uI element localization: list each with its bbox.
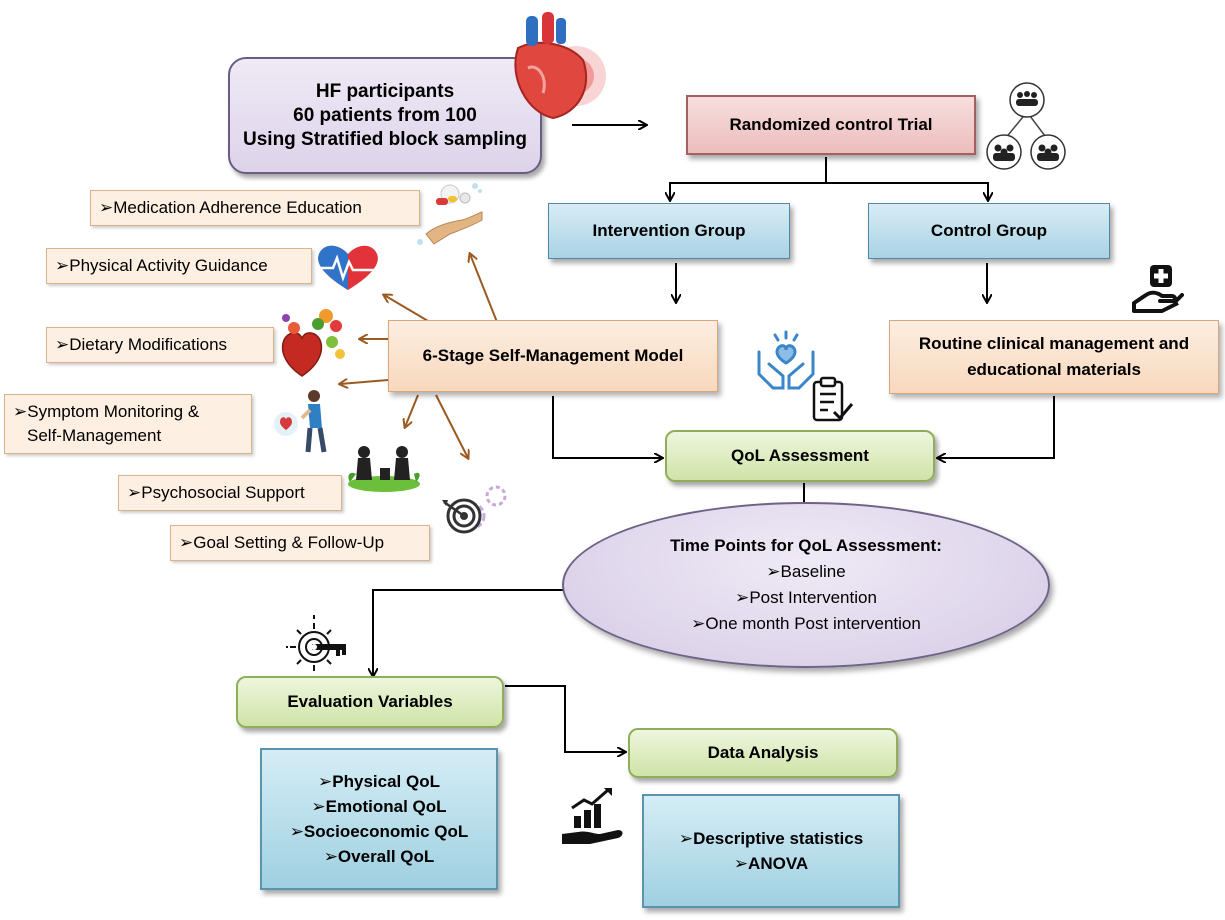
trial-box: Randomized control Trial [686, 95, 976, 155]
arrow-model-to-goal [435, 394, 468, 458]
model-label: 6-Stage Self-Management Model [422, 346, 684, 365]
pill-hand-icon [417, 183, 483, 245]
model-box: 6-Stage Self-Management Model [388, 320, 718, 392]
evaluation-item: ➢Overall QoL [323, 847, 435, 866]
clipboard-check-icon [812, 376, 854, 422]
qol-assessment-box: QoL Assessment [665, 430, 935, 482]
analysis-item: ➢ANOVA [733, 854, 809, 873]
timepoint-item: ➢Post Intervention [735, 588, 877, 607]
arrow-model-to-qol [552, 396, 662, 458]
component-medication: ➢Medication Adherence Education [90, 190, 420, 226]
people-groups-icon [986, 82, 1066, 170]
control-group-label: Control Group [930, 221, 1048, 240]
evaluation-variables-label: Evaluation Variables [287, 692, 453, 711]
arrow-model-to-medication [470, 254, 498, 323]
participants-box: HF participants 60 patients from 100 Usi… [228, 57, 542, 174]
component-symptom: ➢Symptom Monitoring & Self-Management [4, 394, 252, 454]
component-label: ➢Goal Setting & Follow-Up [179, 533, 385, 552]
timepoint-item: ➢Baseline [766, 562, 846, 581]
healthy-food-heart-icon [281, 309, 345, 377]
component-label: ➢Medication Adherence Education [99, 198, 362, 217]
evaluation-variables-box: Evaluation Variables [236, 676, 504, 728]
component-label: ➢Dietary Modifications [55, 335, 228, 354]
target-icon [442, 485, 507, 534]
arrow-model-to-symptom [340, 380, 389, 384]
component-label: ➢Psychosocial Support [127, 483, 305, 502]
component-label: Self-Management [27, 426, 162, 445]
participants-line3: Using Stratified block sampling [243, 128, 527, 150]
arrow-trial-to-control [826, 182, 988, 200]
heart-activity-icon [317, 245, 379, 290]
participants-line2: 60 patients from 100 [293, 104, 477, 126]
counseling-icon [348, 446, 420, 492]
component-goal-setting: ➢Goal Setting & Follow-Up [170, 525, 430, 561]
component-label: ➢Physical Activity Guidance [55, 256, 268, 275]
timepoints-ellipse: Time Points for QoL Assessment: ➢Baselin… [562, 502, 1050, 668]
routine-line1: Routine clinical management and [918, 334, 1190, 353]
component-physical-activity: ➢Physical Activity Guidance [46, 248, 312, 284]
timepoint-item: ➢One month Post intervention [691, 614, 921, 633]
chest-pain-person-icon [274, 390, 327, 453]
gear-key-icon [286, 615, 346, 671]
arrow-routine-to-qol [938, 396, 1055, 458]
timepoints-title: Time Points for QoL Assessment: [670, 536, 942, 555]
evaluation-item: ➢Physical QoL [318, 772, 440, 791]
data-analysis-box: Data Analysis [628, 728, 898, 778]
care-hands-icon [757, 330, 815, 390]
analysis-item: ➢Descriptive statistics [678, 829, 864, 848]
component-label: ➢Symptom Monitoring & [13, 402, 200, 421]
heart-icon [514, 12, 606, 120]
arrow-evaluation-to-analysis [505, 685, 625, 752]
analysis-items-box: ➢Descriptive statistics ➢ANOVA [642, 794, 900, 908]
arrow-timepoints-to-evaluation [373, 589, 575, 676]
intervention-group-label: Intervention Group [592, 221, 746, 240]
growth-chart-hand-icon [562, 788, 623, 844]
trial-label: Randomized control Trial [729, 115, 933, 134]
medical-hand-icon [1132, 265, 1184, 313]
arrow-trial-to-intervention [670, 157, 827, 200]
routine-box: Routine clinical management and educatio… [889, 320, 1219, 394]
routine-line2: educational materials [967, 360, 1141, 379]
component-psychosocial: ➢Psychosocial Support [118, 475, 342, 511]
evaluation-item: ➢Socioeconomic QoL [289, 822, 469, 841]
evaluation-items-box: ➢Physical QoL ➢Emotional QoL ➢Socioecono… [260, 748, 498, 890]
component-dietary: ➢Dietary Modifications [46, 327, 274, 363]
qol-assessment-label: QoL Assessment [731, 446, 869, 465]
evaluation-item: ➢Emotional QoL [311, 797, 447, 816]
intervention-group-box: Intervention Group [548, 203, 790, 259]
participants-line1: HF participants [315, 80, 455, 102]
arrow-model-to-psychosocial [405, 394, 419, 427]
control-group-box: Control Group [868, 203, 1110, 259]
data-analysis-label: Data Analysis [707, 743, 819, 762]
